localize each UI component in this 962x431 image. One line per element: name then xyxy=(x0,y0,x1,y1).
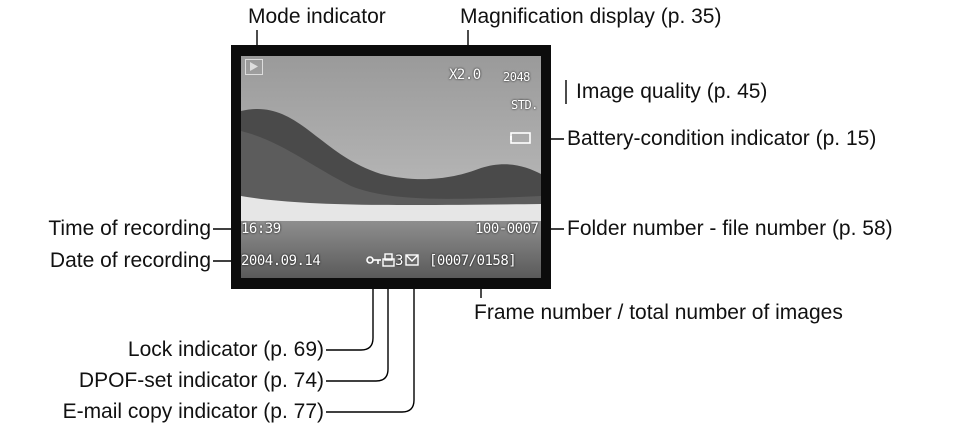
callout-time: Time of recording xyxy=(48,217,211,240)
callout-frame-total: Frame number / total number of images xyxy=(474,301,843,324)
resolution-readout: 2048 xyxy=(503,70,530,84)
callout-dpof: DPOF-set indicator (p. 74) xyxy=(78,369,324,392)
callout-battery: Battery-condition indicator (p. 15) xyxy=(567,127,877,150)
playback-photo xyxy=(241,56,541,278)
leader-lock xyxy=(326,271,374,351)
callout-lock: Lock indicator (p. 69) xyxy=(127,338,324,361)
dpof-print-icon xyxy=(382,253,395,272)
camera-lcd-screen: X2.0 2048 STD. 16:39 100-0007 2004.09.14 xyxy=(231,45,551,289)
callout-folder-file: Folder number - file number (p. 58) xyxy=(567,217,893,240)
date-of-recording: 2004.09.14 xyxy=(241,253,321,269)
battery-icon xyxy=(510,131,532,149)
callout-magnification: Magnification display (p. 35) xyxy=(460,5,722,28)
lock-icon xyxy=(366,253,382,271)
play-mode-icon xyxy=(245,59,263,75)
email-icon xyxy=(405,253,420,271)
coastal-landscape-image xyxy=(241,56,541,278)
callout-image-quality: Image quality (p. 45) xyxy=(576,80,768,103)
folder-file-number: 100-0007 xyxy=(475,221,539,237)
leader-email xyxy=(326,271,415,413)
quality-readout: STD. xyxy=(511,98,538,112)
time-of-recording: 16:39 xyxy=(241,221,281,237)
callout-email: E-mail copy indicator (p. 77) xyxy=(62,400,324,423)
frame-number-total: [0007/0158] xyxy=(429,253,517,269)
dpof-count: 3 xyxy=(395,253,403,269)
callout-mode-indicator: Mode indicator xyxy=(248,5,386,28)
magnification-display: X2.0 xyxy=(449,67,481,83)
callout-date: Date of recording xyxy=(49,249,211,272)
leader-dpof xyxy=(326,271,389,382)
